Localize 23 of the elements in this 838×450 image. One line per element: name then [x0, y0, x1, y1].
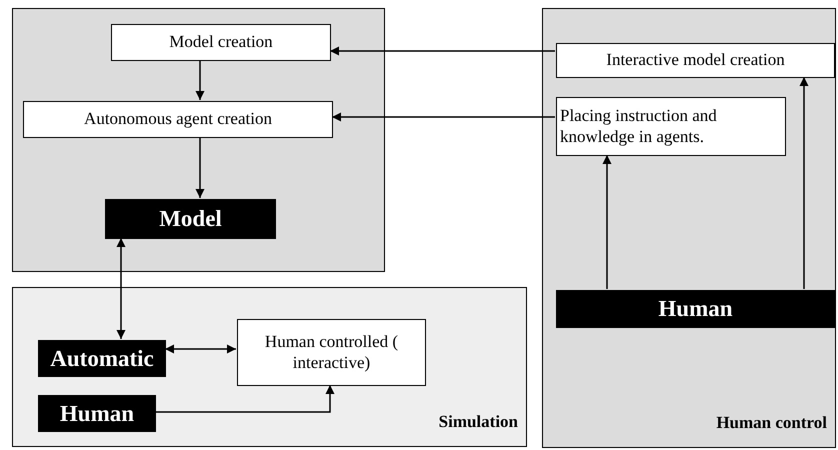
actor-box: Human	[556, 290, 835, 328]
process-box: Model creation	[111, 24, 331, 61]
arrow	[196, 137, 204, 198]
actor-box: Human	[38, 395, 156, 432]
arrow	[332, 112, 555, 122]
panel-title: Human control	[716, 413, 827, 433]
arrow	[116, 238, 126, 339]
group-panel	[12, 287, 527, 447]
arrow	[330, 46, 555, 56]
actor-box: Automatic	[38, 340, 166, 377]
panel-title: Simulation	[438, 412, 518, 432]
process-box: Human controlled ( interactive)	[237, 319, 426, 386]
arrow	[800, 77, 808, 289]
group-panel	[542, 8, 836, 448]
arrow	[155, 385, 334, 413]
arrow	[165, 344, 236, 354]
group-panel	[12, 8, 385, 272]
arrow	[602, 155, 612, 289]
process-box: Placing instruction and knowledge in agents.	[556, 97, 786, 156]
process-box: Autonomous agent creation	[23, 101, 333, 138]
process-box: Interactive model creation	[556, 43, 835, 78]
actor-box: Model	[105, 199, 276, 239]
arrow	[196, 60, 204, 100]
